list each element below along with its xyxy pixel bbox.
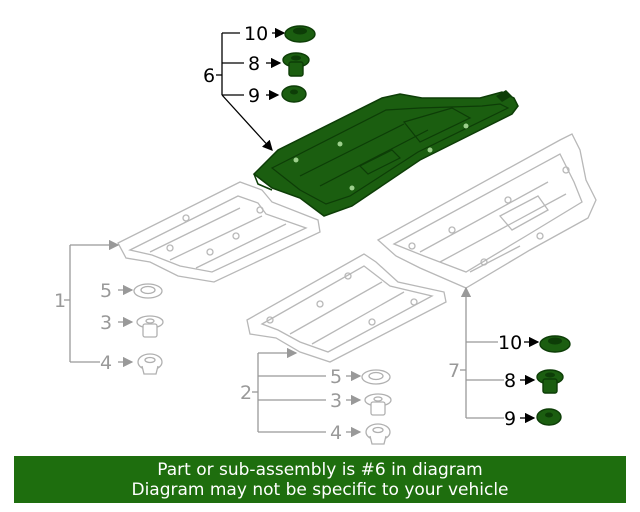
callout-6: 6 [203, 65, 215, 87]
highlighted-shield-part-6 [252, 90, 519, 217]
lower-shield-right [376, 133, 597, 289]
callout-group-6 [216, 27, 286, 151]
clip-8-top [282, 52, 310, 77]
callout-7: 7 [448, 360, 460, 382]
callout-group-7 [460, 286, 504, 419]
nut-10-right [539, 335, 571, 353]
nut-9-top [281, 85, 307, 103]
nut-10-top [284, 25, 316, 43]
callout-8-right: 8 [504, 370, 516, 392]
banner-line-1: Part or sub-assembly is #6 in diagram [157, 459, 483, 480]
callout-10-right: 10 [498, 332, 522, 354]
washer-5-left [133, 283, 163, 299]
diagram-notice-banner: Part or sub-assembly is #6 in diagram Di… [14, 456, 626, 503]
banner-line-2: Diagram may not be specific to your vehi… [131, 479, 509, 500]
callout-3-left: 3 [100, 312, 112, 334]
callout-group-1 [64, 239, 134, 368]
callout-4-mid: 4 [330, 422, 342, 444]
callout-9-top: 9 [248, 85, 260, 107]
clip-8-right [536, 369, 564, 394]
callout-1: 1 [54, 290, 66, 312]
clip-3-left [136, 315, 164, 338]
lower-shield-left [117, 181, 321, 283]
washer-5-mid [361, 369, 391, 385]
callout-5-left: 5 [100, 280, 112, 302]
callout-9-right: 9 [504, 408, 516, 430]
callout-8-top: 8 [248, 53, 260, 75]
callout-2: 2 [240, 382, 252, 404]
callout-group-2 [252, 347, 362, 438]
nut-4-mid [365, 423, 391, 445]
callout-5-mid: 5 [330, 366, 342, 388]
nut-4-left [137, 353, 163, 375]
callout-3-mid: 3 [330, 390, 342, 412]
callout-10-top: 10 [244, 23, 268, 45]
nut-9-right [536, 408, 562, 426]
clip-3-mid [364, 393, 392, 416]
callout-4-left: 4 [100, 352, 112, 374]
callout-arrows-right [520, 336, 540, 424]
lower-shield-middle [246, 253, 447, 363]
